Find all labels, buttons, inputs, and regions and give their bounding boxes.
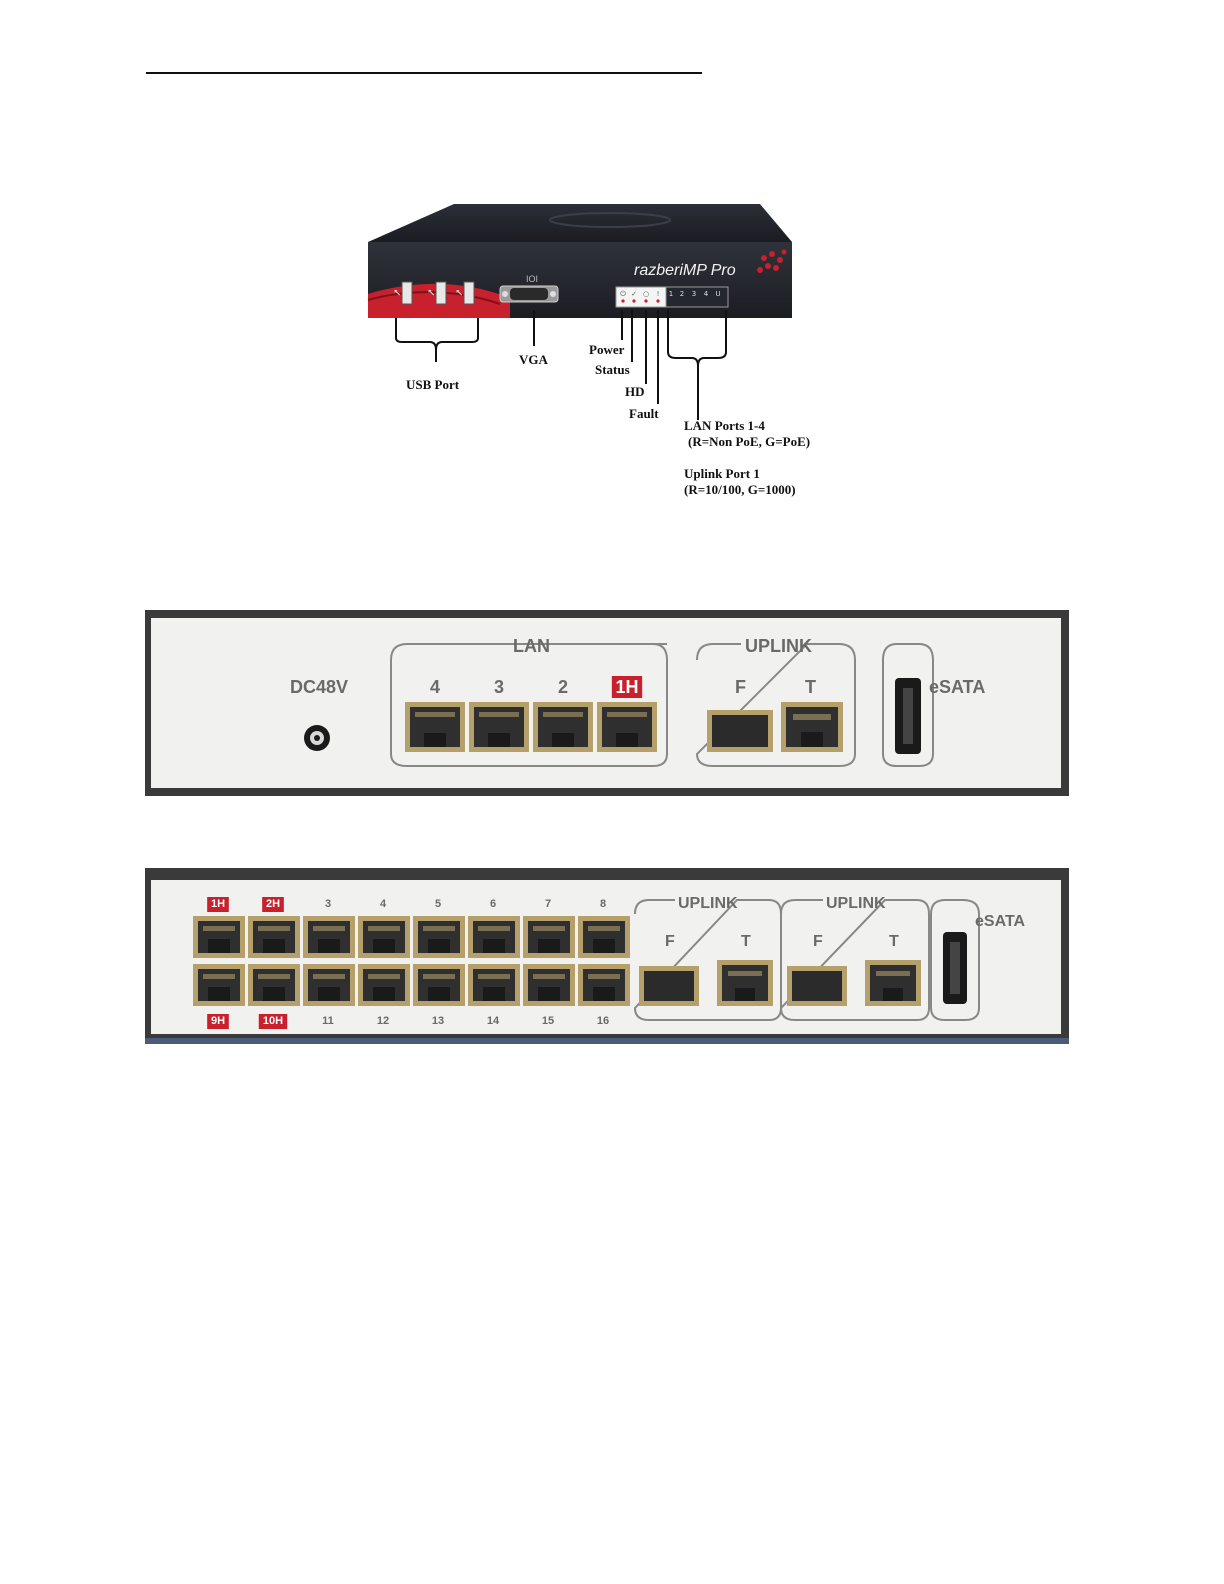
top-port-label: 2H bbox=[266, 898, 280, 910]
lan-rj45-port-bottom bbox=[248, 964, 300, 1006]
esata-label: eSATA bbox=[929, 677, 985, 697]
bottom-port-label: 11 bbox=[322, 1015, 334, 1027]
bottom-port-label: 13 bbox=[432, 1015, 444, 1027]
led-symbol: 1 bbox=[669, 290, 673, 298]
bottom-port-label: 10H bbox=[263, 1015, 283, 1027]
lan-rj45-port-top bbox=[248, 916, 300, 958]
lan-port-label: 3 bbox=[494, 677, 504, 697]
sfp-port-2 bbox=[787, 966, 847, 1006]
lan-rj45-port bbox=[405, 702, 465, 752]
uplink-rj45-port-2 bbox=[865, 960, 921, 1006]
lan-rj45-port-top bbox=[578, 916, 630, 958]
bottom-port-label: 12 bbox=[377, 1015, 389, 1027]
lan-rj45-port bbox=[597, 702, 657, 752]
top-port-label: 3 bbox=[325, 898, 331, 910]
esata-port bbox=[895, 678, 921, 754]
callout-hd: HD bbox=[625, 384, 645, 400]
lan-rj45-port bbox=[469, 702, 529, 752]
lan-port-label: 1H bbox=[615, 677, 638, 697]
led-symbol: ✓ bbox=[631, 290, 637, 298]
top-port-label: 8 bbox=[600, 898, 606, 910]
lan-rj45-port-top bbox=[468, 916, 520, 958]
dc48v-label: DC48V bbox=[290, 677, 348, 697]
lan-rj45-port-bottom bbox=[578, 964, 630, 1006]
callout-lan-ports-note: (R=Non PoE, G=PoE) bbox=[688, 434, 810, 450]
led-symbol: ⏻ bbox=[620, 290, 626, 298]
uplink-2-label-t: T bbox=[889, 933, 899, 950]
esata-port-large bbox=[943, 932, 967, 1004]
callout-vga: VGA bbox=[519, 352, 548, 368]
svg-text:⭦: ⭦ bbox=[394, 288, 401, 299]
header-rule bbox=[146, 72, 702, 74]
lan-rj45-port-bottom bbox=[193, 964, 245, 1006]
callout-uplink-port: Uplink Port 1 bbox=[684, 466, 760, 482]
svg-text:⭦: ⭦ bbox=[456, 288, 463, 299]
rear-panel-small: DC48V LAN 4 3 2 1H UPLINK F T eSATA bbox=[145, 610, 1069, 798]
lan-rj45-port-bottom bbox=[523, 964, 575, 1006]
lan-rj45-port-top bbox=[193, 916, 245, 958]
top-port-label: 6 bbox=[490, 898, 496, 910]
lan-rj45-port-bottom bbox=[303, 964, 355, 1006]
lan-rj45-port-top bbox=[303, 916, 355, 958]
lan-rj45-port-top bbox=[358, 916, 410, 958]
uplink-rj45-port bbox=[781, 702, 843, 752]
uplink-port-label-t: T bbox=[805, 677, 816, 697]
uplink-group-2-label: UPLINK bbox=[826, 895, 886, 912]
sfp-port bbox=[707, 710, 773, 752]
callout-uplink-port-note: (R=10/100, G=1000) bbox=[684, 482, 796, 498]
top-port-label: 7 bbox=[545, 898, 551, 910]
callout-lan-ports: LAN Ports 1-4 bbox=[684, 418, 765, 434]
uplink-port-label-f: F bbox=[735, 677, 746, 697]
uplink-rj45-port-1 bbox=[717, 960, 773, 1006]
front-callout-lines bbox=[380, 300, 740, 420]
top-port-label: 5 bbox=[435, 898, 441, 910]
device-top-face bbox=[368, 204, 792, 242]
lan-rj45-port-top bbox=[413, 916, 465, 958]
brand-logo-text: razberiMP Pro bbox=[634, 262, 736, 279]
sfp-port-1 bbox=[639, 966, 699, 1006]
bottom-port-label: 9H bbox=[211, 1015, 225, 1027]
callout-usb-port: USB Port bbox=[406, 377, 459, 393]
top-port-label: 4 bbox=[380, 898, 387, 910]
led-symbol: 3 bbox=[692, 290, 696, 298]
callout-status: Status bbox=[595, 362, 630, 378]
esata-label-large: eSATA bbox=[975, 913, 1026, 930]
uplink-group-1-label: UPLINK bbox=[678, 895, 738, 912]
lan-rj45-port bbox=[533, 702, 593, 752]
top-port-label: 1H bbox=[211, 898, 225, 910]
led-symbol: 2 bbox=[680, 290, 684, 298]
uplink-2-label-f: F bbox=[813, 933, 823, 950]
lan-rj45-port-top bbox=[523, 916, 575, 958]
bottom-port-label: 16 bbox=[597, 1015, 609, 1027]
bottom-port-label: 15 bbox=[542, 1015, 554, 1027]
lan-rj45-port-bottom bbox=[468, 964, 520, 1006]
lan-rj45-port-bottom bbox=[358, 964, 410, 1006]
uplink-1-label-f: F bbox=[665, 933, 675, 950]
lan-port-label: 4 bbox=[430, 677, 440, 697]
callout-power: Power bbox=[589, 342, 624, 358]
rear-panel-large: 1H 2H 3 4 5 6 7 8 9H 10H 11 12 13 14 15 16 UPLINK UPLIN… bbox=[145, 868, 1069, 1046]
led-symbol: ○ bbox=[643, 290, 649, 298]
svg-text:⭦: ⭦ bbox=[428, 288, 435, 299]
led-symbol: U bbox=[715, 290, 720, 298]
led-symbol: 4 bbox=[704, 290, 709, 298]
bottom-port-label: 14 bbox=[487, 1015, 500, 1027]
led-symbol: ! bbox=[657, 290, 660, 298]
uplink-group-label: UPLINK bbox=[745, 636, 812, 656]
callout-fault: Fault bbox=[629, 406, 659, 422]
lan-group-label: LAN bbox=[513, 636, 550, 656]
uplink-1-label-t: T bbox=[741, 933, 751, 950]
lan-port-label: 2 bbox=[558, 677, 568, 697]
lan-rj45-port-bottom bbox=[413, 964, 465, 1006]
vga-icon-label: IOI bbox=[526, 274, 538, 284]
